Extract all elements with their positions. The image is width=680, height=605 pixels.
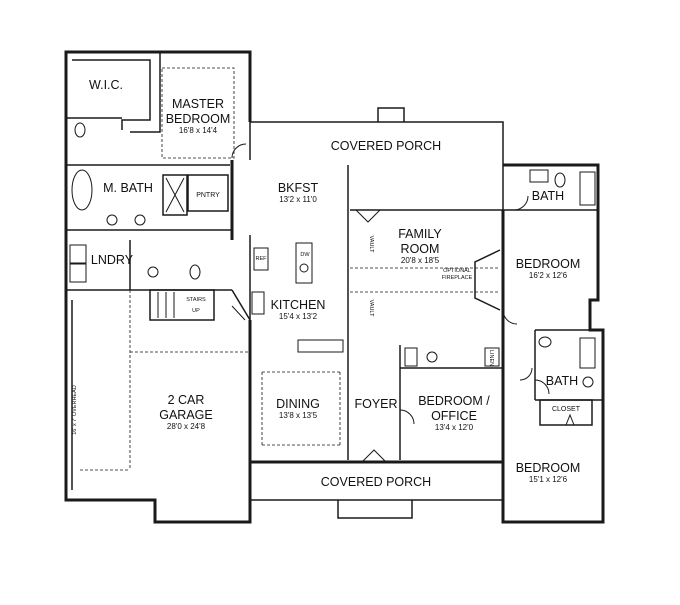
room-labels: W.I.C. MASTER BEDROOM 16'8 x 14'4 COVERE… <box>89 78 581 489</box>
vault-label-1: VAULT <box>368 236 374 254</box>
pantry-label: PNTRY <box>196 192 220 199</box>
linen-label: LINEN <box>488 350 494 366</box>
optional-fireplace-label-1: OPTIONAL <box>443 268 471 274</box>
interior-walls <box>66 52 603 462</box>
garage-label-1: 2 CAR <box>168 393 205 407</box>
bedroom-2-label: BEDROOM <box>516 257 581 271</box>
fixture-labels: REF DW STAIRS UP LINEN OPTIONAL FIREPLAC… <box>72 236 494 435</box>
foyer-label: FOYER <box>354 397 397 411</box>
kitchen-dims: 15'4 x 13'2 <box>279 312 318 321</box>
garage-details <box>71 290 248 490</box>
covered-porch-front-label: COVERED PORCH <box>321 475 431 489</box>
master-bedroom-label-1: MASTER <box>172 97 224 111</box>
family-room-dims: 20'8 x 18'5 <box>401 256 440 265</box>
dining-label: DINING <box>276 397 320 411</box>
optional-fireplace-label-2: FIREPLACE <box>442 275 473 281</box>
bedroom-3-label: BEDROOM <box>516 461 581 475</box>
closet-label: CLOSET <box>552 406 581 413</box>
bedroom-3-dims: 15'1 x 12'6 <box>529 475 568 484</box>
laundry-label: LNDRY <box>91 253 134 267</box>
bkfst-dims: 13'2 x 11'0 <box>279 195 317 204</box>
overhead-door-label: 16' x 7' OVERHEAD <box>72 385 78 435</box>
bkfst-label: BKFST <box>278 181 319 195</box>
master-bedroom-dims: 16'8 x 14'4 <box>179 126 218 135</box>
master-bedroom-label-2: BEDROOM <box>166 112 231 126</box>
wic-label: W.I.C. <box>89 78 123 92</box>
bedroom-office-label-1: BEDROOM / <box>418 394 490 408</box>
family-room-label-2: ROOM <box>401 242 440 256</box>
m-bath-label: M. BATH <box>103 181 153 195</box>
family-room-label-1: FAMILY <box>398 227 442 241</box>
covered-porch-rear-label: COVERED PORCH <box>331 139 441 153</box>
exterior-walls <box>64 50 605 524</box>
dining-dims: 13'8 x 13'5 <box>279 411 318 420</box>
bedroom-office-label-2: OFFICE <box>431 409 477 423</box>
garage-dims: 28'0 x 24'8 <box>167 422 206 431</box>
bath-upper-label: BATH <box>532 189 564 203</box>
kitchen-label: KITCHEN <box>271 298 326 312</box>
up-label: UP <box>192 308 200 314</box>
bedroom-2-dims: 16'2 x 12'6 <box>529 271 568 280</box>
doors <box>231 143 575 463</box>
stairs-label: STAIRS <box>186 297 206 303</box>
bedroom-office-dims: 13'4 x 12'0 <box>435 423 474 432</box>
ref-label: REF <box>256 256 268 262</box>
bath-lower-label: BATH <box>546 374 578 388</box>
fixtures <box>69 122 596 388</box>
garage-label-2: GARAGE <box>159 408 213 422</box>
vault-label-2: VAULT <box>368 300 374 318</box>
dw-label: DW <box>300 252 310 258</box>
